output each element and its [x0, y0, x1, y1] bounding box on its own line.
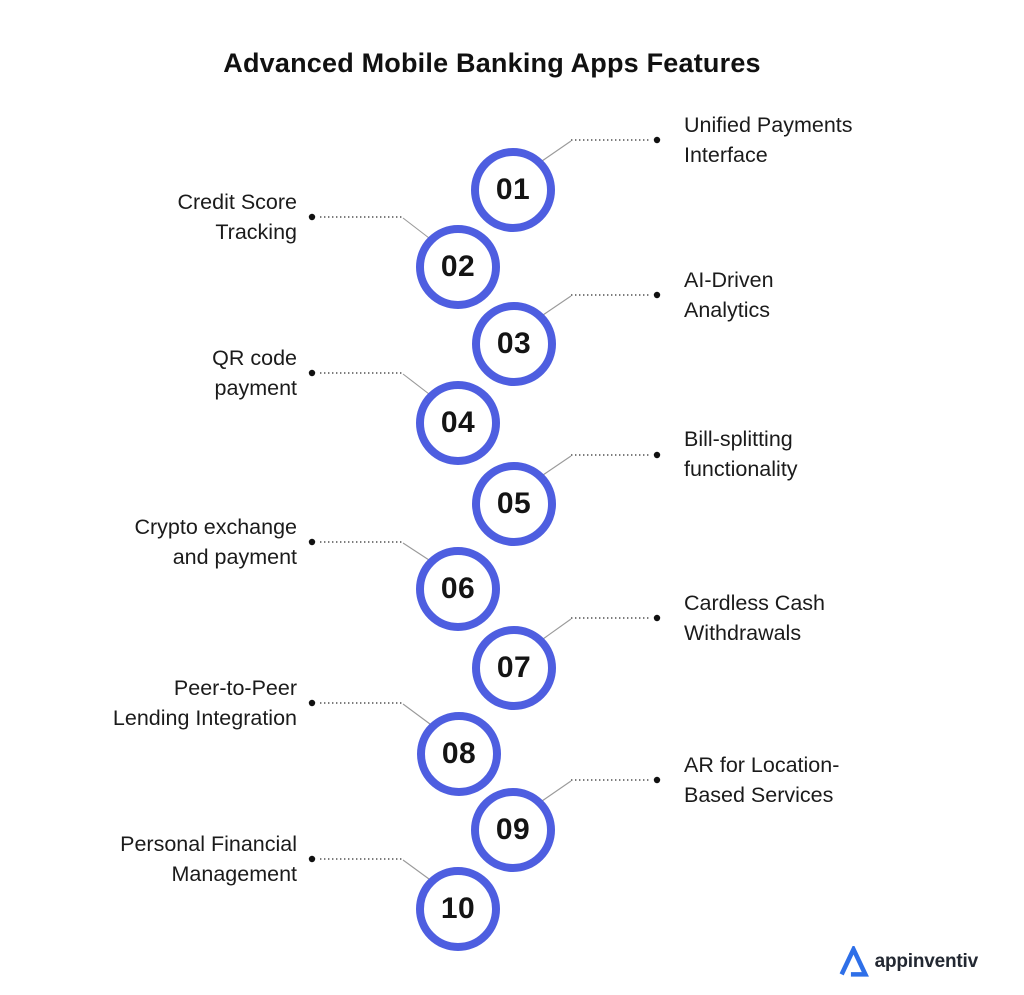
feature-circle-02: 02	[416, 225, 500, 309]
connector-dot	[653, 291, 661, 299]
feature-label-cardless-cash-withdrawals: Cardless Cash Withdrawals	[684, 588, 954, 648]
label-line: Bill-splitting	[684, 427, 793, 451]
connector-slant-line	[402, 217, 430, 239]
feature-circle-05: 05	[472, 462, 556, 546]
feature-circle-04: 04	[416, 381, 500, 465]
feature-circle-08: 08	[417, 712, 501, 796]
connector-dot	[653, 451, 661, 459]
appinventiv-logo-icon	[839, 946, 869, 977]
feature-circle-01: 01	[471, 148, 555, 232]
label-line: Tracking	[215, 220, 297, 244]
label-line: Withdrawals	[684, 621, 802, 645]
label-line: QR code	[212, 346, 297, 370]
connector-slant-line	[541, 140, 572, 162]
connector-08	[308, 699, 431, 725]
label-line: payment	[214, 376, 297, 400]
feature-circle-09: 09	[471, 788, 555, 872]
label-line: Cardless Cash	[684, 591, 825, 615]
feature-number: 06	[440, 572, 476, 605]
appinventiv-logo: appinventiv	[837, 946, 978, 977]
connector-dot	[653, 136, 661, 144]
feature-label-personal-financial-management: Personal Financial Management	[40, 829, 297, 889]
feature-number: 04	[440, 406, 476, 439]
label-line: Based Services	[684, 783, 834, 807]
label-line: Credit Score	[177, 190, 298, 214]
label-line: Lending Integration	[112, 706, 297, 730]
label-line: Interface	[684, 143, 768, 167]
page-title: Advanced Mobile Banking Apps Features	[223, 48, 761, 78]
connector-06	[308, 538, 430, 561]
label-line: AR for Location-	[684, 753, 840, 777]
feature-circle-03: 03	[472, 302, 556, 386]
appinventiv-logo-text: appinventiv	[874, 950, 979, 972]
connector-09	[541, 776, 661, 802]
connector-07	[542, 614, 661, 640]
connector-slant-line	[542, 455, 572, 476]
feature-label-qr-code-payment: QR code payment	[40, 343, 297, 403]
feature-number: 07	[496, 651, 532, 684]
connector-02	[308, 213, 430, 239]
label-line: functionality	[684, 457, 798, 481]
label-line: Crypto exchange	[134, 515, 297, 539]
feature-number: 10	[440, 892, 476, 925]
connector-slant-line	[402, 703, 431, 725]
feature-number: 02	[440, 250, 476, 283]
connector-slant-line	[402, 542, 430, 561]
feature-label-ar-for-location-based-services: AR for Location- Based Services	[684, 750, 954, 810]
label-line: Analytics	[684, 298, 771, 322]
connector-dot	[653, 776, 661, 784]
feature-number: 03	[496, 327, 532, 360]
feature-circle-07: 07	[472, 626, 556, 710]
feature-label-crypto-exchange-and-payment: Crypto exchange and payment	[40, 512, 297, 572]
connector-slant-line	[542, 295, 572, 316]
feature-number: 01	[495, 173, 531, 206]
connector-slant-line	[541, 780, 572, 802]
feature-label-peer-to-peer-lending-integration: Peer-to-Peer Lending Integration	[40, 673, 297, 733]
connector-dot	[308, 699, 316, 707]
connector-01	[541, 136, 661, 162]
feature-number: 08	[441, 737, 477, 770]
connector-dot	[308, 855, 316, 863]
connector-slant-line	[542, 618, 572, 640]
connector-dot	[308, 369, 316, 377]
feature-label-bill-splitting-functionality: Bill-splitting functionality	[684, 424, 954, 484]
label-line: Unified Payments	[684, 113, 853, 137]
connector-10	[308, 855, 430, 880]
connector-dot	[308, 213, 316, 221]
connector-slant-line	[402, 859, 430, 880]
connector-slant-line	[402, 373, 430, 395]
connector-dot	[308, 538, 316, 546]
feature-number: 05	[496, 487, 532, 520]
connector-04	[308, 369, 430, 395]
feature-circle-10: 10	[416, 867, 500, 951]
feature-circle-06: 06	[416, 547, 500, 631]
feature-label-ai-driven-analytics: AI-Driven Analytics	[684, 265, 954, 325]
label-line: Peer-to-Peer	[173, 676, 297, 700]
label-line: and payment	[172, 545, 297, 569]
feature-number: 09	[495, 813, 531, 846]
label-line: AI-Driven	[684, 268, 774, 292]
feature-label-credit-score-tracking: Credit Score Tracking	[40, 187, 298, 247]
connector-dot	[653, 614, 661, 622]
label-line: Management	[171, 862, 298, 886]
label-line: Personal Financial	[120, 832, 297, 856]
connector-05	[542, 451, 661, 476]
connector-03	[542, 291, 661, 316]
feature-label-unified-payments-interface: Unified Payments Interface	[684, 110, 954, 170]
